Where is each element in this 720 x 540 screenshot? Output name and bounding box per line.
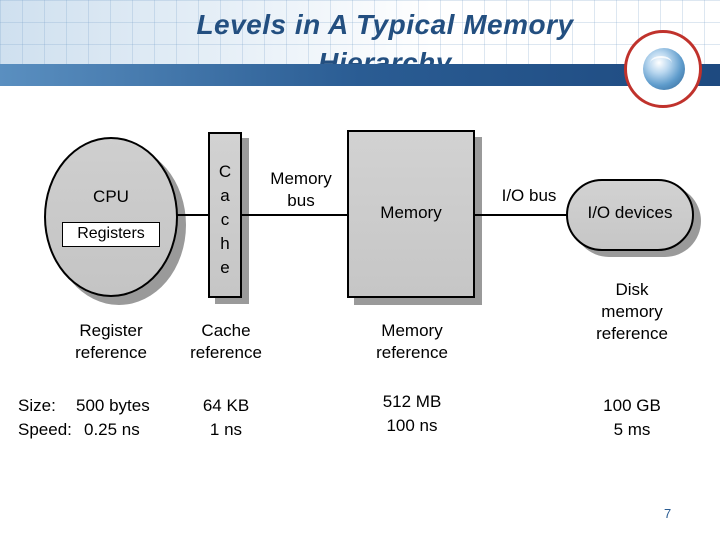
disk-size: 100 GB: [603, 396, 661, 415]
cache-speed: 1 ns: [209, 420, 243, 439]
register-reference-label: Register reference: [62, 320, 160, 364]
speed-label: Speed:: [18, 420, 72, 439]
cache-label: C a c h e: [208, 160, 242, 280]
memory-reference-line2: reference: [376, 343, 448, 362]
register-speed: 0.25 ns: [84, 420, 140, 439]
disk-speed: 5 ms: [613, 420, 651, 439]
disk-reference-line1: Disk: [615, 280, 649, 299]
cache-box: [208, 132, 242, 298]
disk-stats: 100 GB 5 ms: [596, 394, 668, 442]
cpu-label: CPU: [93, 187, 129, 206]
memory-speed: 100 ns: [386, 416, 438, 435]
size-label: Size:: [18, 396, 56, 415]
cpu-cache-connector: [176, 214, 210, 216]
memory-label: Memory: [380, 203, 442, 222]
memory-size: 512 MB: [382, 392, 442, 411]
disk-reference-line2: memory: [601, 302, 663, 321]
io-bus-label: I/O bus: [501, 186, 557, 205]
cache-letter: c: [220, 210, 230, 229]
io-devices-label: I/O devices: [587, 203, 673, 222]
header-stripe: [0, 64, 720, 86]
slide-title: Levels in A Typical Memory Hierarchy: [196, 9, 574, 64]
register-stats: 500 bytes 0.25 ns: [76, 394, 150, 442]
memory-bus-line: [242, 214, 348, 216]
memory-box: [347, 130, 475, 298]
memory-bus-label-line2: bus: [287, 191, 315, 210]
cache-letter: e: [220, 258, 230, 277]
io-bus-line: [474, 214, 568, 216]
cache-reference-line2: reference: [190, 343, 262, 362]
cache-letter: C: [218, 162, 232, 181]
register-size: 500 bytes: [76, 396, 150, 415]
cache-letter: a: [220, 186, 230, 205]
header-band: [0, 0, 720, 86]
register-reference-line2: reference: [75, 343, 147, 362]
memory-stats: 512 MB 100 ns: [376, 390, 448, 438]
disk-reference-label: Disk memory reference: [586, 279, 678, 345]
cpu-circle: [44, 137, 178, 297]
io-devices-box: [566, 179, 694, 251]
globe-swirl-icon: [650, 56, 672, 70]
memory-reference-label: Memory reference: [364, 320, 460, 364]
cache-size: 64 KB: [202, 396, 250, 415]
cache-letter: h: [220, 234, 230, 253]
registers-box: Registers: [62, 222, 160, 247]
cache-stats: 64 KB 1 ns: [196, 394, 256, 442]
disk-reference-line3: reference: [596, 324, 668, 343]
memory-bus-label-line1: Memory: [270, 169, 332, 188]
page-number: 7: [664, 506, 672, 521]
memory-reference-line1: Memory: [381, 321, 443, 340]
memory-bus-label: Memory bus: [262, 168, 340, 212]
cache-reference-label: Cache reference: [180, 320, 272, 364]
register-reference-line1: Register: [79, 321, 143, 340]
stats-labels: Size: Speed:: [18, 394, 72, 442]
cache-reference-line1: Cache: [201, 321, 251, 340]
